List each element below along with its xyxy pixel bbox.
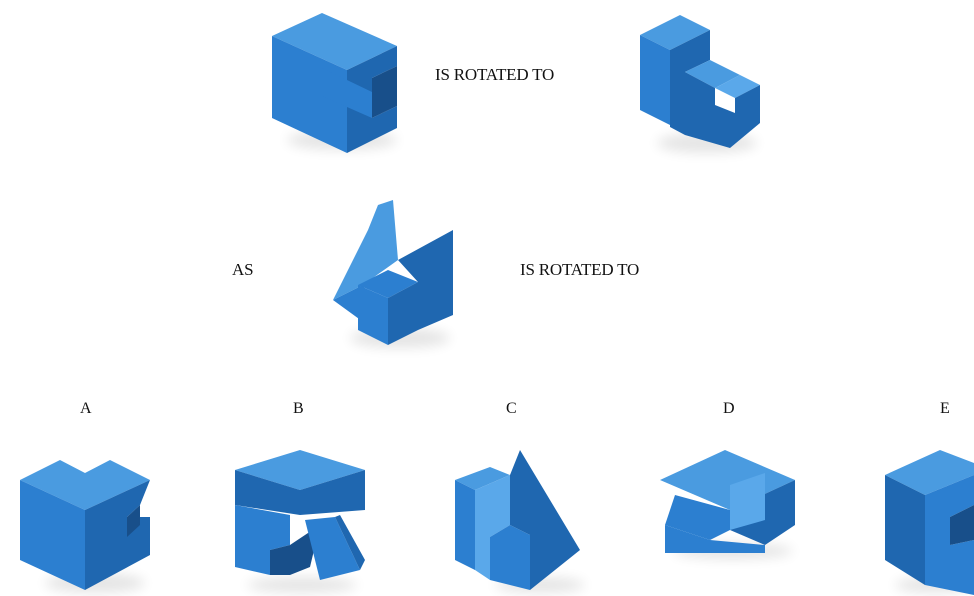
- option-label-d: D: [723, 400, 735, 417]
- option-b-shape[interactable]: [230, 445, 370, 595]
- row1-rotation-text: IS ROTATED TO: [435, 65, 555, 84]
- option-e-shape[interactable]: [880, 445, 974, 595]
- option-label-a: A: [80, 400, 92, 417]
- question-shape: [333, 200, 453, 348]
- option-label-b: B: [293, 400, 304, 417]
- row2-as-text: AS: [232, 260, 254, 279]
- row2-rotation-text: IS ROTATED TO: [520, 260, 640, 279]
- reference-shape-original: [272, 13, 397, 153]
- option-d-shape[interactable]: [655, 445, 800, 560]
- option-c-shape[interactable]: [450, 445, 590, 595]
- option-label-e: E: [940, 400, 950, 417]
- option-a-shape[interactable]: [15, 445, 155, 595]
- option-label-c: C: [506, 400, 517, 417]
- reference-shape-rotated: [640, 15, 760, 153]
